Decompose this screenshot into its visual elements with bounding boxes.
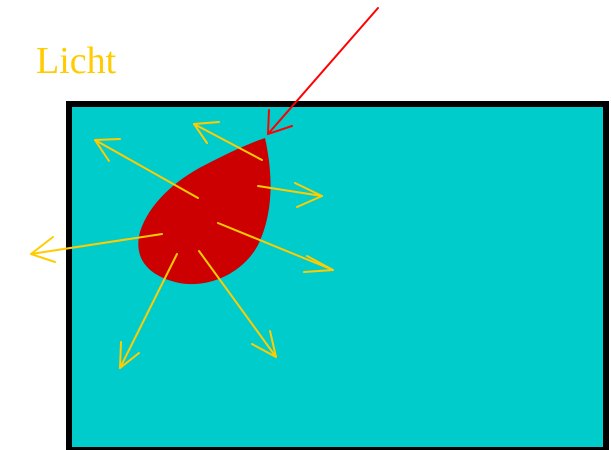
light-label: Licht — [36, 42, 116, 80]
medium-box — [69, 104, 606, 450]
